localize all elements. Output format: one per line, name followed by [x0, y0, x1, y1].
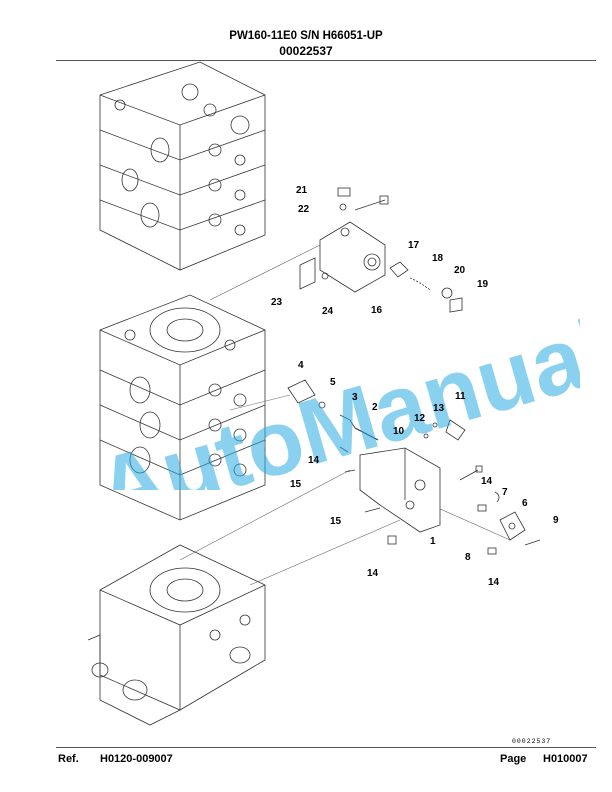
callout-5: 5: [330, 377, 336, 388]
lower-valve-assembly-group: [287, 379, 541, 555]
callout-4: 4: [298, 360, 304, 371]
callout-14a: 14: [308, 455, 320, 466]
callout-11-12: 12: [414, 413, 426, 424]
upper-relief-valve-group: [299, 187, 463, 313]
callout-23: 23: [271, 297, 283, 308]
document-title: PW160-11E0 S/N H66051-UP: [229, 30, 383, 42]
callout-7: 7: [502, 487, 508, 498]
callout-22: 22: [298, 204, 310, 215]
ref-value: H0120-009007: [100, 753, 173, 765]
upper-valve-stack: [99, 61, 266, 271]
header-rule: [56, 60, 596, 61]
small-document-id: 00022537: [512, 738, 552, 745]
callout-6: 6: [522, 498, 528, 509]
page-label: Page: [500, 753, 527, 765]
callout-1: 1: [430, 536, 436, 547]
callout-18: 18: [432, 253, 444, 264]
callout-15b: 15: [330, 516, 342, 527]
middle-valve-stack: [99, 294, 266, 521]
lower-valve-stack: [87, 544, 266, 726]
page-value: H010007: [543, 753, 588, 765]
callout-9: 9: [553, 515, 559, 526]
leader-lines: [179, 244, 511, 586]
watermark-text: AutoManual: [86, 300, 580, 490]
callout-14c: 14: [367, 568, 379, 579]
callout-11: 11: [455, 391, 466, 402]
callout-15a: 15: [290, 479, 302, 490]
callout-14b: 14: [481, 476, 493, 487]
callout-16: 16: [371, 305, 383, 316]
footer-rule: [56, 747, 596, 748]
callout-2: 2: [372, 402, 378, 413]
callout-14d: 14: [488, 577, 500, 588]
callout-20: 20: [454, 265, 466, 276]
document-number: 00022537: [279, 44, 333, 58]
callout-13: 13: [433, 403, 445, 414]
ref-label: Ref.: [58, 753, 79, 765]
callout-19: 19: [477, 279, 489, 290]
callout-8: 8: [465, 552, 471, 563]
callout-21: 21: [296, 185, 308, 196]
callout-10: 10: [393, 426, 405, 437]
callout-24: 24: [322, 306, 334, 317]
watermark: AutoManual: [86, 300, 580, 490]
callout-3: 3: [352, 392, 358, 403]
callout-17: 17: [408, 240, 420, 251]
